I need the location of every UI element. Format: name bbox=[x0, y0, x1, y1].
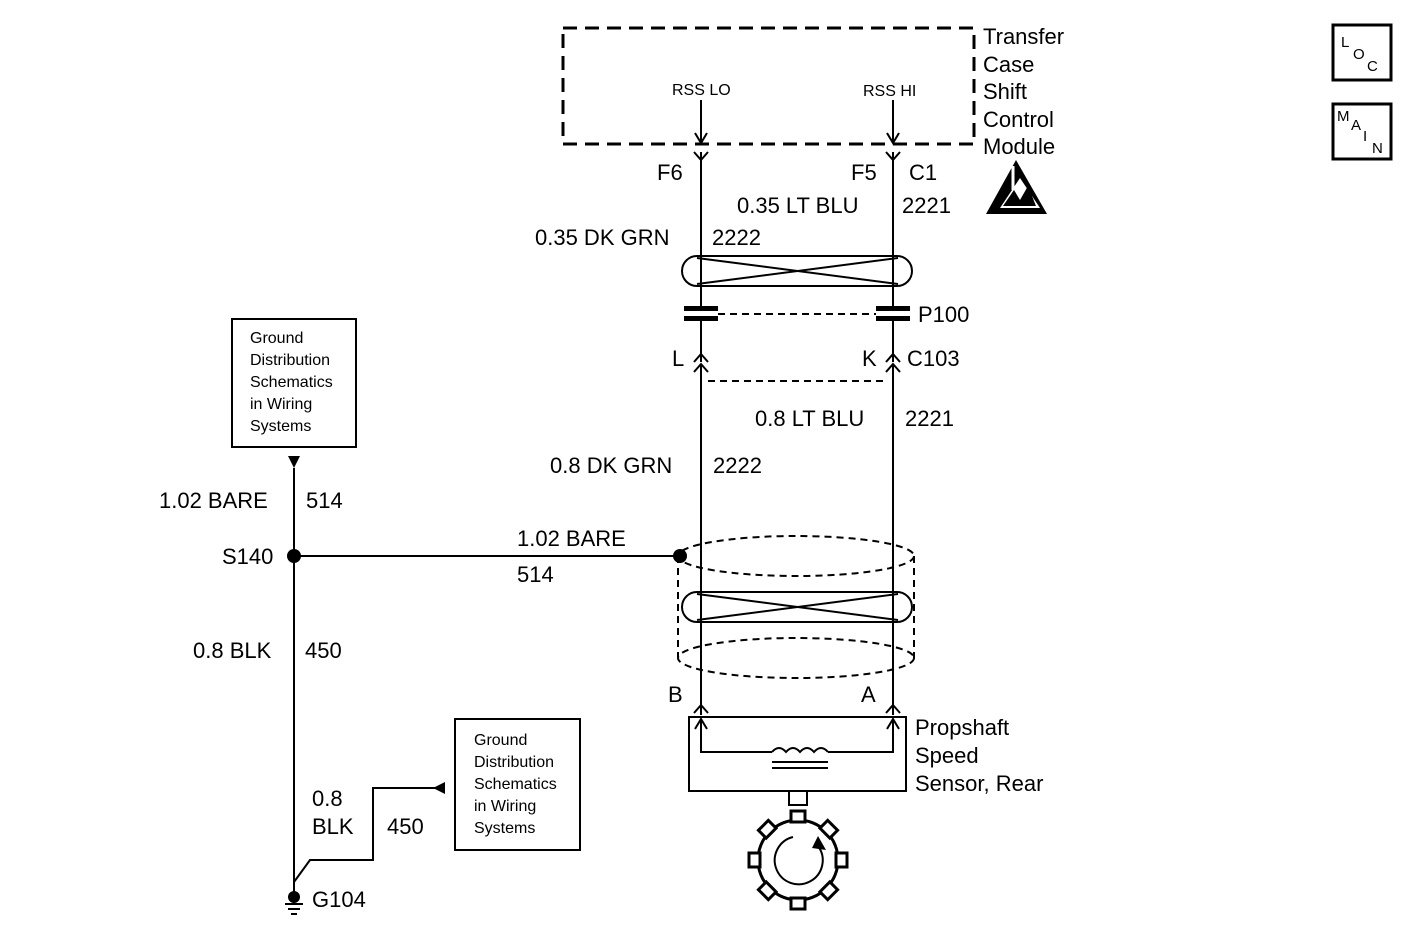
connector-c103: C103 bbox=[907, 346, 960, 371]
wire-bare-left-circuit: 514 bbox=[306, 488, 343, 513]
svg-text:Distribution: Distribution bbox=[474, 754, 554, 771]
wire-ltblu-08-circuit: 2221 bbox=[905, 406, 954, 431]
wire-dkgrn-035-circuit: 2222 bbox=[712, 225, 761, 250]
module-title-line-3: Shift bbox=[983, 79, 1027, 104]
sensor-label-line-1: Propshaft bbox=[915, 715, 1009, 740]
wire-dkgrn-08-label: 0.8 DK GRN bbox=[550, 453, 672, 478]
svg-text:Systems: Systems bbox=[250, 418, 311, 435]
wire-bare-mid-circuit: 514 bbox=[517, 562, 554, 587]
control-module[interactable]: Transfer Case Shift Control Module RSS L… bbox=[561, 24, 1064, 159]
wire-blk-lower bbox=[293, 787, 445, 883]
wire-bare-mid-label: 1.02 BARE bbox=[517, 526, 626, 551]
svg-text:Distribution: Distribution bbox=[250, 352, 330, 369]
ground-reference-box-2[interactable]: Ground Distribution Schematics in Wiring… bbox=[454, 718, 581, 851]
svg-text:M: M bbox=[1337, 108, 1350, 125]
svg-text:Ground: Ground bbox=[250, 330, 303, 347]
connector-f5: F5 bbox=[851, 160, 877, 185]
pin-rss-lo: RSS LO bbox=[672, 82, 731, 99]
svg-text:Systems: Systems bbox=[474, 820, 535, 837]
loc-nav-icon[interactable]: L O C bbox=[1331, 23, 1393, 82]
coil-icon bbox=[771, 747, 829, 769]
wire-ltblu-035-label: 0.35 LT BLU bbox=[737, 193, 858, 218]
ground-g104: G104 bbox=[312, 887, 366, 912]
module-title-line-4: Control bbox=[983, 107, 1054, 132]
svg-text:O: O bbox=[1353, 46, 1365, 63]
ground-symbol-icon bbox=[285, 891, 303, 915]
connector-f6: F6 bbox=[657, 160, 683, 185]
pin-rss-hi: RSS HI bbox=[863, 83, 916, 100]
propshaft-speed-sensor[interactable] bbox=[688, 703, 907, 806]
sensor-label-line-2: Speed bbox=[915, 743, 979, 768]
shield-drain-dot bbox=[673, 549, 687, 563]
svg-text:in Wiring: in Wiring bbox=[250, 396, 312, 413]
connector-k: K bbox=[862, 346, 877, 371]
ground-reference-box-1[interactable]: Ground Distribution Schematics in Wiring… bbox=[231, 318, 357, 448]
ground-ref-arrow-1-icon bbox=[288, 456, 300, 468]
wire-dkgrn-035-label: 0.35 DK GRN bbox=[535, 225, 670, 250]
connector-p100: P100 bbox=[918, 302, 969, 327]
svg-text:Ground: Ground bbox=[474, 732, 527, 749]
wire-dkgrn-08-circuit: 2222 bbox=[713, 453, 762, 478]
svg-text:A: A bbox=[1351, 117, 1361, 134]
wire-upper-pair bbox=[693, 151, 901, 306]
twisted-pair-lower bbox=[681, 591, 913, 623]
reluctor-wheel-icon bbox=[747, 809, 849, 911]
wire-ltblu-035-circuit: 2221 bbox=[902, 193, 951, 218]
connector-b: B bbox=[668, 682, 683, 707]
module-title-line-5: Module bbox=[983, 134, 1055, 159]
wire-blk-lower-label-1: 0.8 bbox=[312, 786, 343, 811]
svg-text:I: I bbox=[1363, 128, 1367, 145]
svg-text:L: L bbox=[1341, 34, 1349, 51]
esd-warning-icon bbox=[986, 160, 1047, 214]
module-title-line-2: Case bbox=[983, 52, 1034, 77]
connector-a: A bbox=[861, 682, 876, 707]
svg-text:in Wiring: in Wiring bbox=[474, 798, 536, 815]
module-title-line-1: Transfer bbox=[983, 24, 1064, 49]
wire-bare-left-label: 1.02 BARE bbox=[159, 488, 268, 513]
connector-c1: C1 bbox=[909, 160, 937, 185]
twisted-pair-upper bbox=[681, 255, 913, 287]
sensor-label-line-3: Sensor, Rear bbox=[915, 771, 1043, 796]
svg-text:Schematics: Schematics bbox=[250, 374, 333, 391]
main-nav-icon[interactable]: M A I N bbox=[1331, 102, 1393, 161]
wire-blk-upper-label: 0.8 BLK bbox=[193, 638, 272, 663]
wire-blk-lower-label-2: BLK bbox=[312, 814, 354, 839]
svg-text:N: N bbox=[1372, 140, 1383, 157]
svg-text:Schematics: Schematics bbox=[474, 776, 557, 793]
wire-ltblu-08-label: 0.8 LT BLU bbox=[755, 406, 864, 431]
wire-blk-lower-circuit: 450 bbox=[387, 814, 424, 839]
wire-blk-upper-circuit: 450 bbox=[305, 638, 342, 663]
splice-s140: S140 bbox=[222, 544, 273, 569]
connector-l: L bbox=[672, 346, 684, 371]
svg-text:C: C bbox=[1367, 58, 1378, 75]
